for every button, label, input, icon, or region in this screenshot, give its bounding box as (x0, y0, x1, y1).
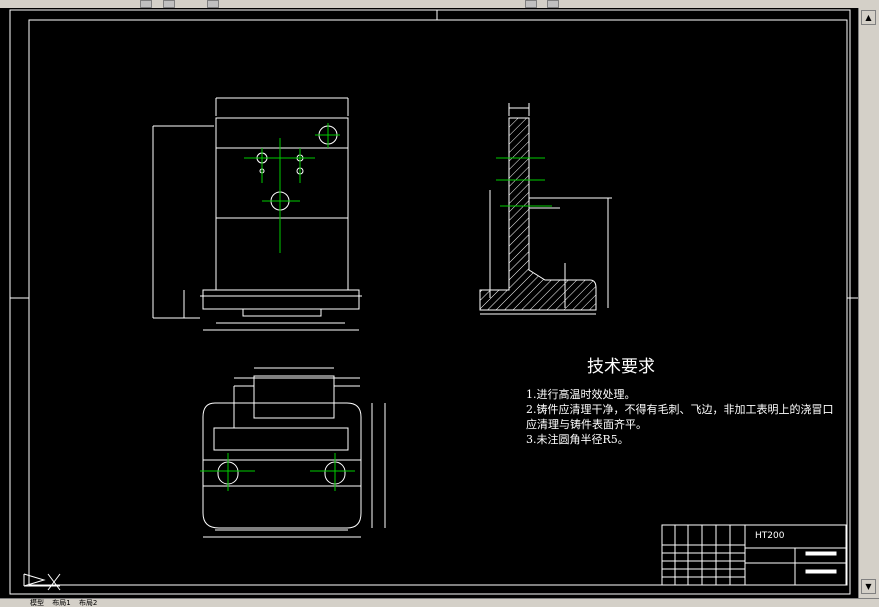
top-view (202, 367, 386, 538)
requirement-line: 1.进行高温时效处理。 (526, 388, 636, 401)
toolbar-button[interactable] (140, 0, 152, 8)
top-view-outline (202, 402, 362, 529)
toolbar-button[interactable] (163, 0, 175, 8)
top-view-rib (213, 427, 349, 451)
side-view-section (479, 117, 597, 311)
requirement-line: 应清理与铸件表面齐平。 (526, 418, 647, 431)
sheet-border (9, 9, 851, 595)
toolbar-button[interactable] (525, 0, 537, 8)
ucs-icon (23, 573, 61, 591)
title-block-material: HT200 (755, 531, 785, 541)
cad-drawing (9, 9, 858, 595)
front-view-centerlines (244, 123, 340, 253)
side-view-centerlines (496, 157, 552, 207)
vertical-scrollbar[interactable]: ▲ ▼ (858, 8, 879, 598)
scroll-up-arrow[interactable]: ▲ (861, 10, 876, 25)
side-view (479, 103, 612, 315)
scroll-down-arrow[interactable]: ▼ (861, 579, 876, 594)
tab-layout2[interactable]: 布局2 (78, 599, 98, 607)
top-view-centerlines (200, 453, 355, 491)
tab-layout1[interactable]: 布局1 (52, 599, 71, 607)
technical-requirements: 技术要求 1.进行高温时效处理。 2.铸件应清理干净，不得有毛刺、飞边，非加工表… (526, 352, 846, 447)
requirement-line: 2.铸件应清理干净，不得有毛刺、飞边，非加工表明上的浇冒口 (526, 403, 834, 416)
title-block (661, 524, 847, 586)
technical-requirements-title: 技术要求 (587, 357, 655, 377)
front-view (152, 97, 362, 331)
requirement-line: 3.未注圆角半径R5。 (526, 433, 629, 446)
tab-model[interactable]: 模型 (30, 599, 44, 607)
layout-tabs: 模型 布局1 布局2 (0, 598, 879, 607)
drawing-canvas[interactable] (0, 8, 858, 598)
drawing-frame (28, 19, 848, 586)
toolbar-button[interactable] (547, 0, 559, 8)
front-view-base (202, 289, 360, 310)
toolbar-button[interactable] (207, 0, 219, 8)
